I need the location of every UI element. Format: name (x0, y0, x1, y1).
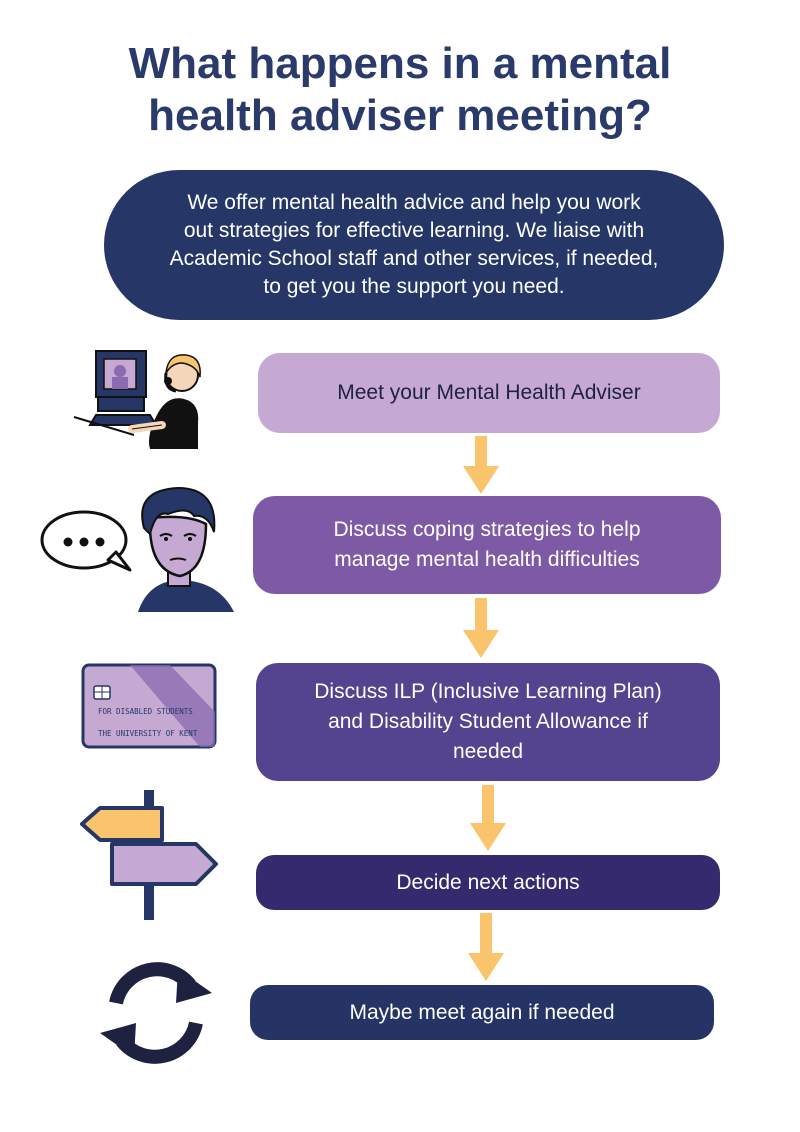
down-arrow-icon (463, 598, 499, 658)
intro-box: We offer mental health advice and help y… (104, 170, 724, 320)
adviser-at-computer-icon (73, 350, 201, 449)
step-meet-again: Maybe meet again if needed (250, 985, 714, 1040)
intro-line: to get you the support you need. (263, 275, 565, 298)
step-decide-actions: Decide next actions (256, 855, 720, 910)
step-discuss-coping: Discuss coping strategies to help manage… (253, 496, 721, 594)
step-label: manage mental health difficulties (334, 548, 640, 571)
down-arrow-icon (470, 785, 506, 851)
step-label: Discuss ILP (Inclusive Learning Plan) (314, 680, 662, 703)
card-line-2: THE UNIVERSITY OF KENT (98, 729, 198, 738)
title-line-2: health adviser meeting? (148, 91, 652, 140)
step-label: needed (452, 740, 524, 763)
down-arrow-icon (468, 913, 504, 981)
signpost-icon (80, 790, 218, 920)
step-meet-adviser: Meet your Mental Health Adviser (258, 353, 720, 433)
title-line-1: What happens in a mental (128, 39, 672, 88)
step-label: and Disability Student Allowance if (328, 710, 648, 733)
step-label: Meet your Mental Health Adviser (337, 381, 641, 404)
page-title: What happens in a mental health adviser … (0, 38, 800, 142)
intro-line: We offer mental health advice and help y… (187, 191, 641, 214)
step-discuss-ilp: Discuss ILP (Inclusive Learning Plan) an… (256, 663, 720, 781)
student-speech-bubble-icon (40, 486, 234, 612)
cycle-arrows-icon (100, 962, 212, 1064)
intro-line: Academic School staff and other services… (169, 247, 659, 270)
card-line-1: FOR DISABLED STUDENTS (98, 707, 193, 716)
step-label: Decide next actions (396, 870, 580, 894)
step-label: Discuss coping strategies to help (333, 518, 641, 541)
down-arrow-icon (463, 436, 499, 494)
intro-line: out strategies for effective learning. W… (183, 219, 645, 242)
step-label: Maybe meet again if needed (349, 1000, 615, 1024)
student-card-icon: FOR DISABLED STUDENTS THE UNIVERSITY OF … (81, 663, 217, 749)
